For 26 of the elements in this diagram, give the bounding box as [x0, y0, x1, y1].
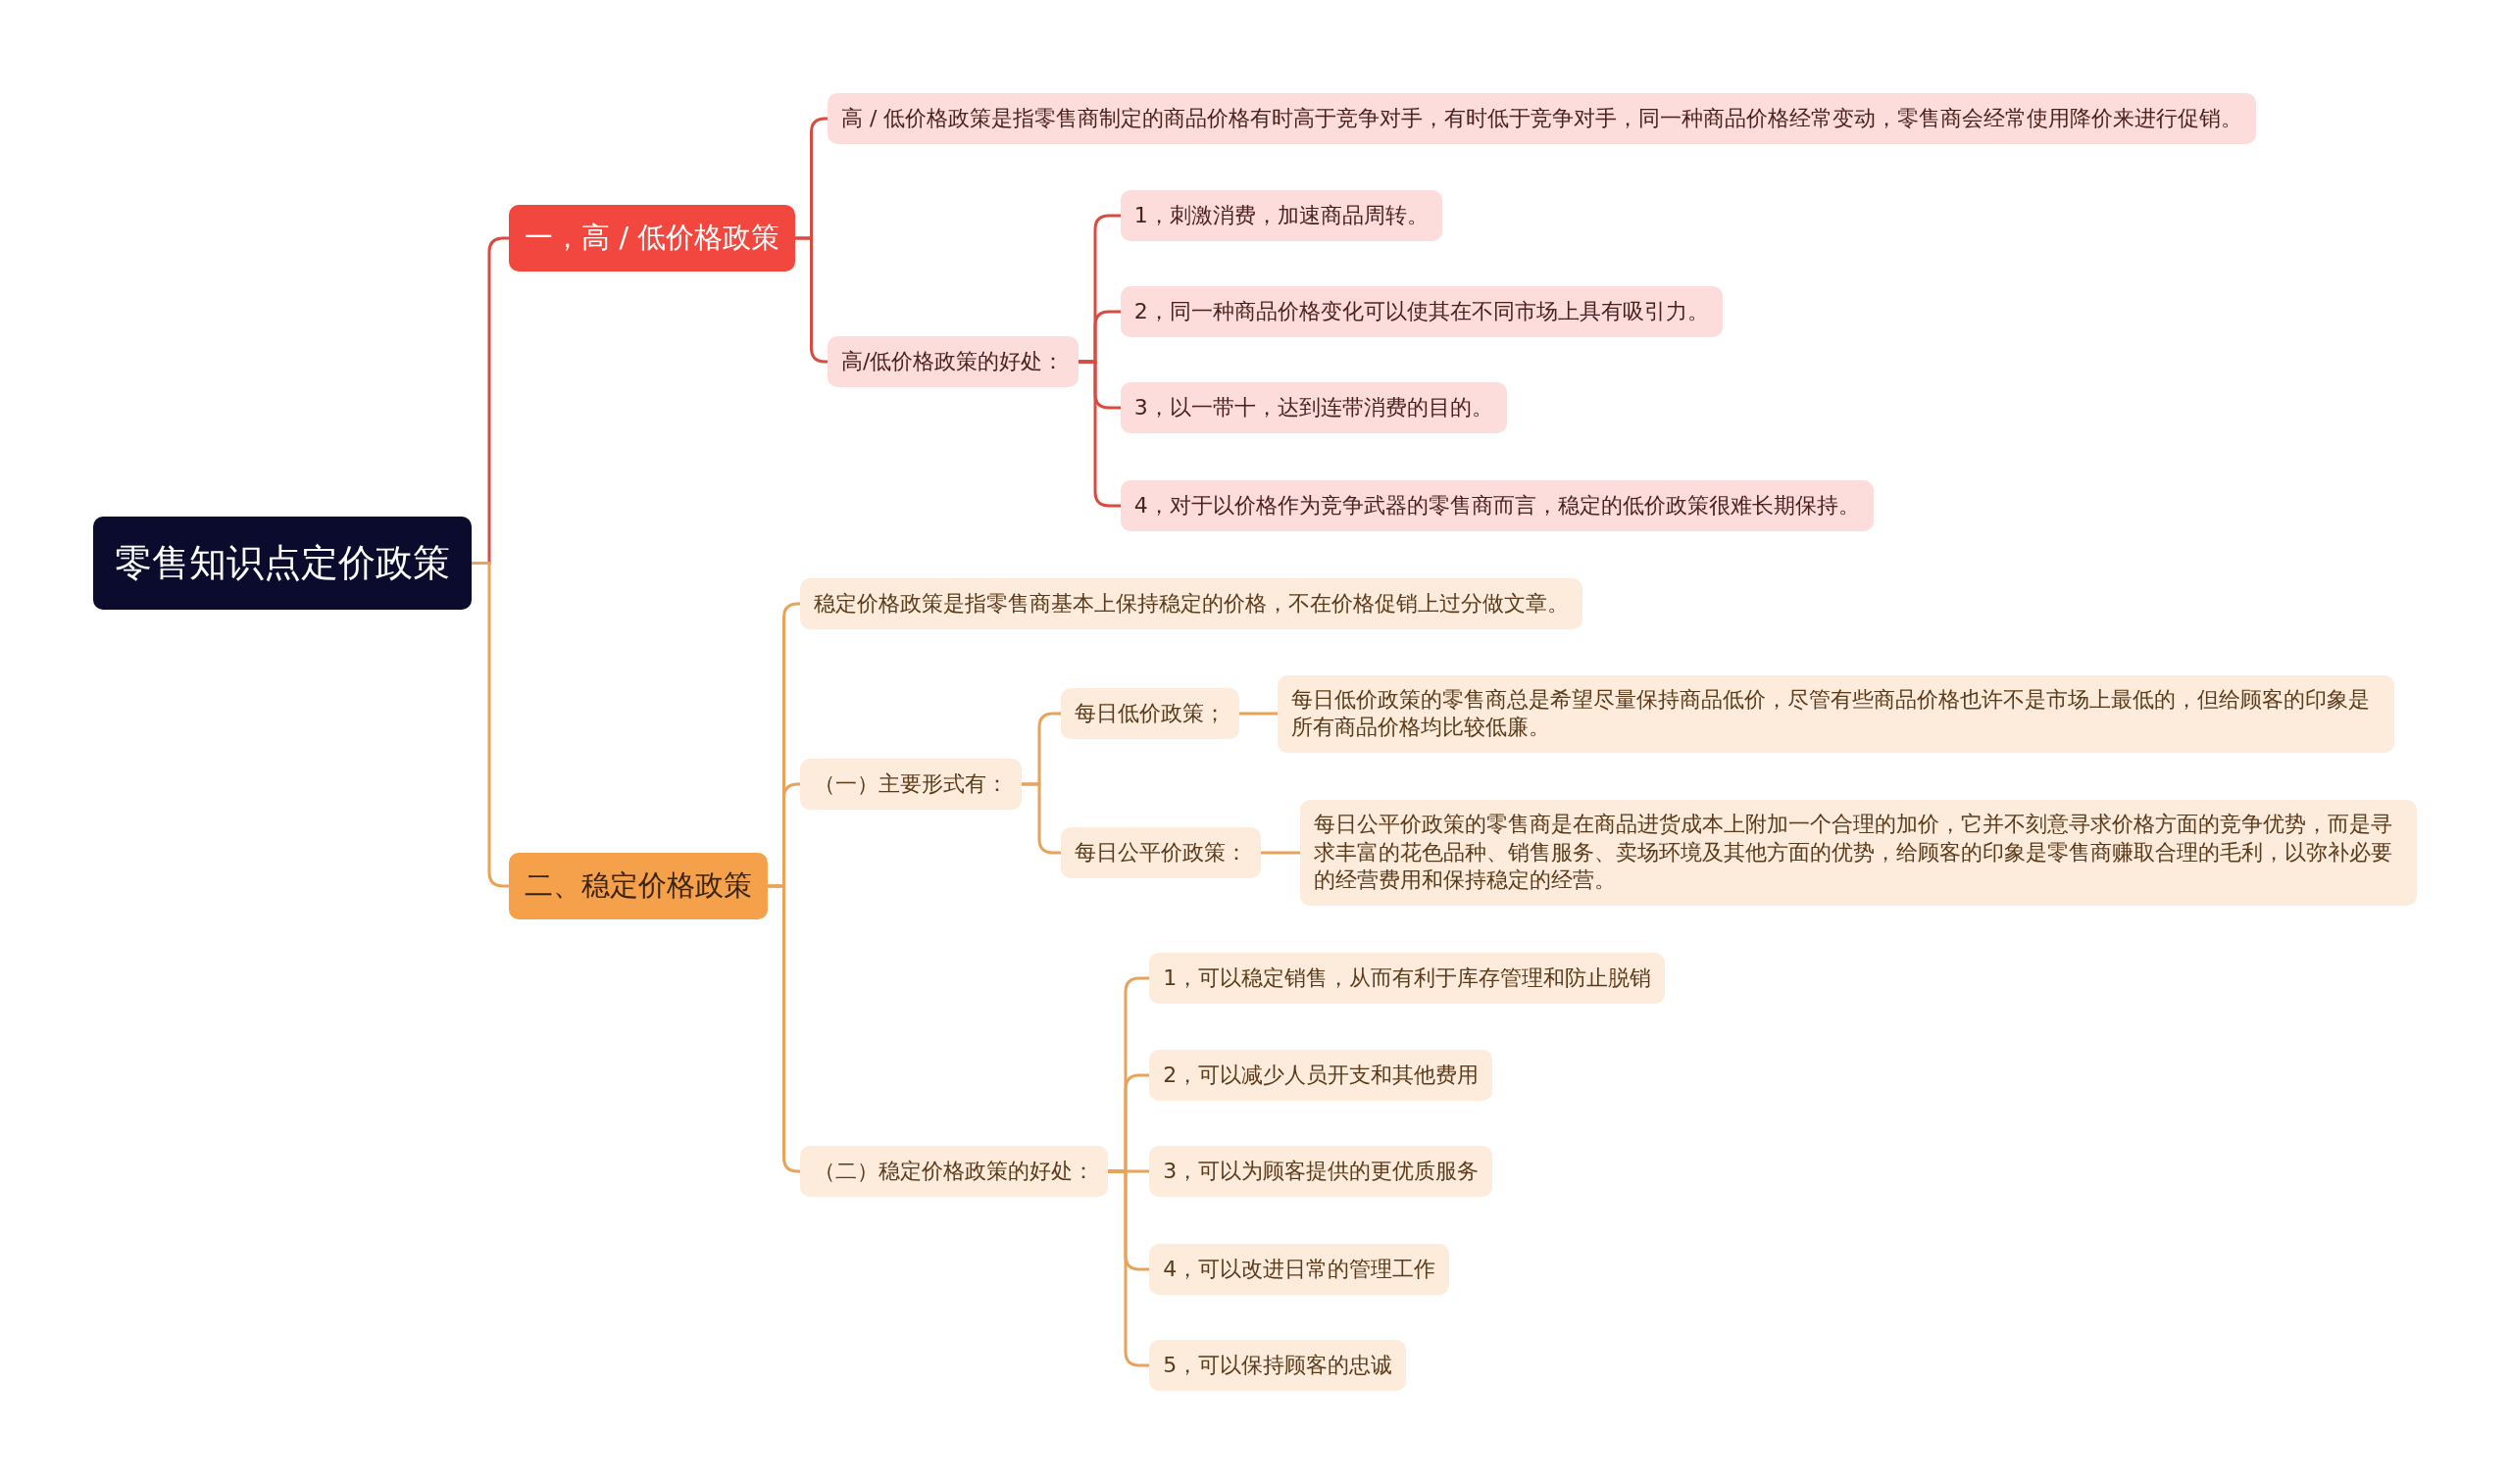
- subtopic-box: 每日低价政策的零售商总是希望尽量保持商品低价，尽管有些商品价格也许不是市场上最低的，但给顾客的印象是所有商品价格均比较低廉。: [1277, 674, 2395, 753]
- branch-topic-box: 二、稳定价格政策: [509, 853, 769, 920]
- connector-line: [1239, 712, 1278, 716]
- subtopic-box: 3，可以为顾客提供的更优质服务: [1149, 1146, 1493, 1198]
- subtopic-box: 5，可以保持顾客的忠诚: [1149, 1339, 1407, 1391]
- subtopic-box: 2，可以减少人员开支和其他费用: [1149, 1050, 1493, 1102]
- subtopic-box: 2，同一种商品价格变化可以使其在不同市场上具有吸引力。: [1120, 286, 1723, 338]
- subtopic-box: 每日公平价政策的零售商是在商品进货成本上附加一个合理的加价，它并不刻意寻求价格方面的竞争优势，而是寻求丰富的花色品种、销售服务、卖场环境及其他方面的优势，给顾客的印象是零售商赚取合理的毛利，以弥补必要的经营费用和保持稳定的经营。: [1299, 800, 2418, 906]
- subtopic-box: 4，对于以价格作为竞争武器的零售商而言，稳定的低价政策很难长期保持。: [1120, 479, 1874, 531]
- subtopic-box: 1，刺激消费，加速商品周转。: [1120, 190, 1442, 242]
- subtopic-box: 高 / 低价格政策是指零售商制定的商品价格有时高于竞争对手，有时低于竞争对手，同一种商品价格经常变动，零售商会经常使用降价来进行促销。: [828, 92, 2257, 144]
- subtopic-box: 高/低价格政策的好处：: [828, 335, 1079, 387]
- subtopic-box: 每日公平价政策：: [1061, 827, 1262, 879]
- subtopic-box: 3，以一带十，达到连带消费的目的。: [1120, 382, 1507, 434]
- root-topic-box: 零售知识点定价政策: [92, 517, 472, 611]
- subtopic-box: 1，可以稳定销售，从而有利于库存管理和防止脱销: [1149, 952, 1666, 1004]
- connector-line: [1022, 782, 1061, 855]
- connector-line: [1078, 360, 1121, 508]
- subtopic-box: （一）主要形式有：: [800, 759, 1023, 810]
- subtopic-box: 4，可以改进日常的管理工作: [1149, 1243, 1450, 1295]
- subtopic-box: 稳定价格政策是指零售商基本上保持稳定的价格，不在价格促销上过分做文章。: [800, 577, 1583, 629]
- branch-topic-box: 一，高 / 低价格政策: [509, 205, 796, 272]
- connector-line: [1108, 1169, 1149, 1367]
- subtopic-box: 每日低价政策；: [1061, 688, 1240, 740]
- subtopic-box: （二）稳定价格政策的好处：: [800, 1146, 1109, 1198]
- connector-line: [1261, 851, 1300, 855]
